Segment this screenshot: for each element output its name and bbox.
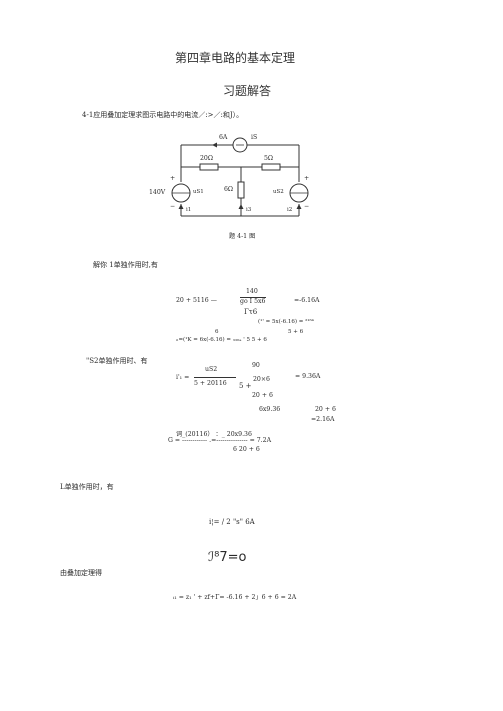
- section-subtitle: 习题解答: [223, 84, 272, 98]
- label-i3: i3: [246, 207, 252, 213]
- eq3-5plus: 5 +: [239, 382, 252, 390]
- minus-left: −: [170, 203, 176, 210]
- eq1-fraction-line: [240, 297, 266, 298]
- part4-intro: 由叠加定理得: [60, 569, 102, 577]
- eq1-denominator: Γτ6: [244, 308, 258, 316]
- eq4-c: =2.16A: [311, 416, 335, 423]
- label-i1: i1: [186, 207, 192, 213]
- problem-statement: 4-1应用叠加定理求图示电路中的电流／:>／:和J）。: [82, 111, 244, 119]
- label-us2: uS2: [273, 189, 284, 195]
- eq4-a: 6x9.36: [259, 406, 281, 413]
- eq1-numerator: 140: [246, 288, 258, 295]
- eq7: ℐ⁸7=o: [208, 550, 247, 565]
- eq6: i¦= / 2 "s" 6A: [209, 518, 255, 526]
- eq8: ᵢ₁ = z₁ ' + zf+Γ= -6.16 + 2」6 + 6 = 2A: [173, 594, 297, 601]
- part1-intro: 解你 1单独作用时,有: [93, 261, 158, 269]
- eq1-left: 20 + 5116 —: [176, 297, 217, 304]
- eq5-mid: G = ------------ .=--------------- = 7.2…: [168, 437, 272, 444]
- chapter-title: 第四章电路的基本定理: [175, 51, 296, 65]
- label-us1: uS1: [193, 189, 204, 195]
- eq3-numerator: uS2: [205, 366, 218, 373]
- eq5-top: 词_(20116） ：_ 20x9.36: [176, 431, 252, 438]
- eq3-fraction-line: [194, 377, 236, 378]
- label-is: iS: [251, 134, 258, 141]
- current-source-is: [232, 137, 248, 153]
- eq3-n90: 90: [252, 362, 260, 369]
- label-6A: 6A: [219, 134, 228, 141]
- label-5-ohm: 5Ω: [264, 155, 274, 162]
- eq2-c: ᵢₗ=(¹K = 6x(-6.16) = ₃₃₆ₐ ' 5 5 + 6: [176, 337, 267, 343]
- eq1-result: =-6.16A: [294, 297, 320, 304]
- label-20-ohm: 20Ω: [200, 155, 214, 162]
- plus-right: +: [304, 175, 310, 182]
- plus-left: +: [170, 175, 176, 182]
- eq3-result: = 9.36A: [295, 373, 321, 380]
- eq3-frac-num: 20×6: [253, 376, 270, 383]
- eq3-denominator: 5 + 20116: [194, 380, 227, 387]
- part3-intro: L单独作用时，有: [60, 483, 114, 491]
- minus-right: −: [304, 203, 310, 210]
- eq1-mid: go I 5x6: [240, 298, 266, 305]
- eq4-b: 20 + 6: [315, 406, 336, 413]
- eq2-top: (¹' = 5x(-6.16) = ²¹⁶⁴: [258, 319, 314, 325]
- eq3-lhs: i'₁ =: [176, 374, 190, 381]
- eq2-b: 5 + 6: [288, 329, 304, 335]
- eq5-bot: 6 20 + 6: [233, 446, 260, 453]
- part2-intro: "S2单独作用时、有: [86, 357, 148, 365]
- eq3-frac-den: 20 + 6: [252, 392, 273, 399]
- figure-caption: 题 4-1 图: [229, 233, 256, 240]
- eq2-a: 6: [215, 329, 219, 335]
- label-140v: 140V: [149, 189, 166, 196]
- label-6-ohm: 6Ω: [224, 186, 234, 193]
- label-i2: i2: [287, 207, 293, 213]
